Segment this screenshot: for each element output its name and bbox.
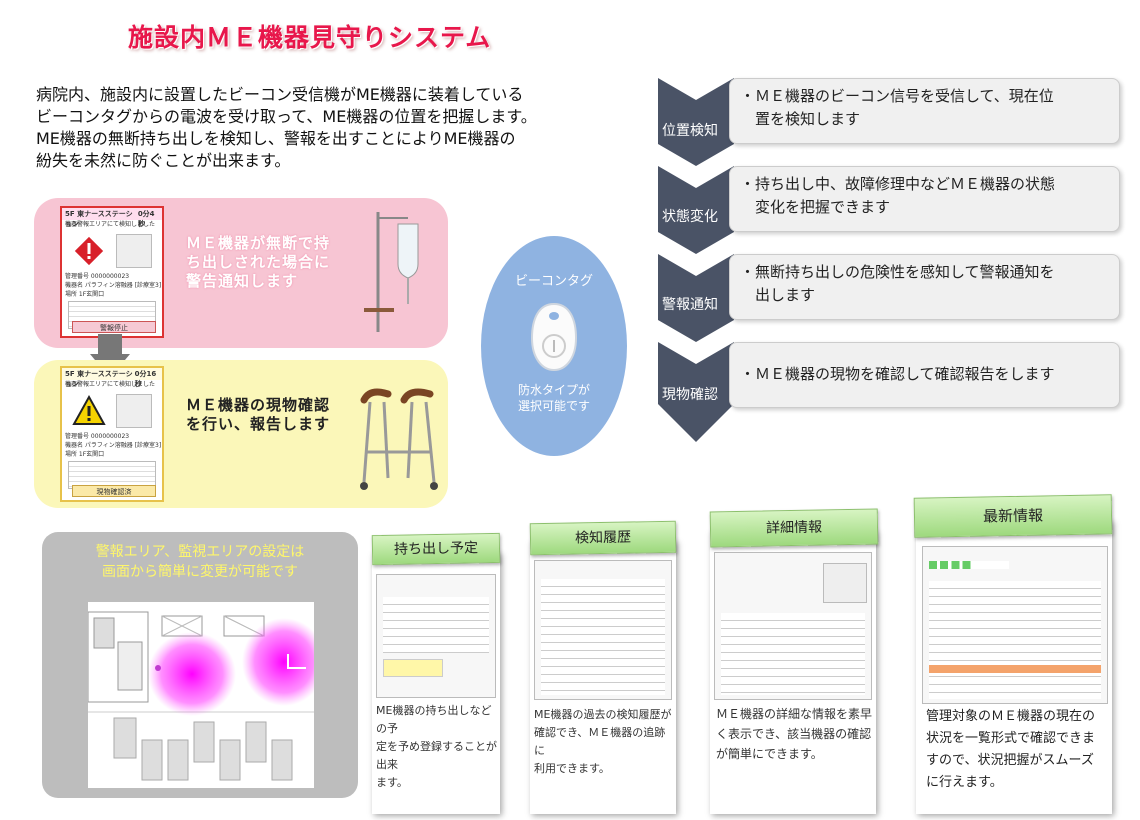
beacon-tag-card: ビーコンタグ 防水タイプが 選択可能です	[481, 236, 627, 456]
station-name: 5F 東ナースステーション	[65, 370, 133, 388]
step-line: 出します	[740, 286, 816, 304]
step-line: 置を検知します	[740, 110, 861, 128]
phone-header: 5F 東ナースステーション 0分16秒	[62, 368, 162, 388]
intro-line: 病院内、施設内に設置したビーコン受信機がME機器に装着している	[36, 85, 524, 104]
device-photo	[116, 234, 152, 268]
intro-text: 病院内、施設内に設置したビーコン受信機がME機器に装着している ビーコンタグから…	[36, 84, 616, 172]
screen-card-description: ＭＥ機器の詳細な情報を素早 く表示でき、該当機器の確認 が簡単にできます。	[716, 704, 874, 764]
description-line: 利用できます。	[534, 762, 610, 775]
tab-latest[interactable]: 最新情報	[913, 494, 1113, 538]
beacon-note: 防水タイプが 選択可能です	[481, 382, 627, 414]
step-chevron-end-icon	[658, 342, 734, 442]
danger-diamond-icon	[74, 236, 104, 266]
screen-card-latest: 管理対象のＭＥ機器の現在の 状況を一覧形式で確認できま すので、状況把握がスムー…	[916, 520, 1112, 814]
confirm-panel: 5F 東ナースステーション 0分16秒 機器警報エリアにて検知しました 管理番号…	[34, 360, 448, 508]
area-settings-text: 警報エリア、監視エリアの設定は 画面から簡単に変更が可能です	[42, 542, 358, 582]
station-name: 5F 東ナースステーション	[65, 210, 133, 228]
description-line: 定を予め登録することが出来	[376, 740, 497, 771]
screen-card-description: ME機器の過去の検知履歴が 確認でき、ＭＥ機器の追跡に 利用できます。	[534, 706, 674, 778]
intro-line: ビーコンタグからの電波を受け取って、ME機器の位置を把握します。	[36, 107, 537, 126]
screen-card-description: ME機器の持ち出しなどの予 定を予め登録することが出来 ます。	[376, 702, 498, 792]
beacon-label: ビーコンタグ	[514, 274, 593, 289]
confirm-phone-screen: 5F 東ナースステーション 0分16秒 機器警報エリアにて検知しました 管理番号…	[60, 366, 164, 502]
latest-screen	[922, 546, 1108, 704]
step-label: 警報通知	[662, 297, 718, 313]
floor-map[interactable]	[88, 602, 314, 788]
description-line: く表示でき、該当機器の確認	[716, 727, 872, 741]
tab-schedule[interactable]: 持ち出し予定	[371, 532, 501, 566]
phone-caption: 機器警報エリアにて検知しました	[65, 381, 156, 388]
history-screen	[534, 560, 672, 700]
step-label: 状態変化	[662, 209, 718, 225]
history-grid	[68, 461, 156, 489]
description-line: に行えます。	[926, 775, 1003, 790]
phone-row: 機器名 パラフィン溶融器 [診療室3]	[65, 282, 162, 289]
description-line: すので、状況把握がスムーズ	[926, 753, 1094, 768]
area-settings-card: 警報エリア、監視エリアの設定は 画面から簡単に変更が可能です	[42, 532, 358, 798]
step-description: ・ＭＥ機器の現物を確認して確認報告をします	[729, 342, 1120, 408]
step-label: 位置検知	[662, 123, 718, 139]
timer: 0分4秒	[137, 210, 155, 228]
description-line: 管理対象のＭＥ機器の現在の	[926, 709, 1096, 724]
alert-panel-text: ＭＥ機器が無断で持ち出しされた場合に警告通知します	[186, 234, 331, 290]
schedule-screen	[376, 574, 496, 698]
arrow-down-icon	[90, 334, 130, 378]
description-line: 確認でき、ＭＥ機器の追跡に	[534, 726, 666, 757]
beacon-note-line: 防水タイプが	[517, 383, 590, 397]
tab-history[interactable]: 検知履歴	[529, 520, 677, 556]
tab-detail[interactable]: 詳細情報	[709, 508, 879, 548]
beacon-note-line: 選択可能です	[517, 399, 590, 413]
confirm-done-button[interactable]: 現物確認済	[72, 485, 156, 497]
walker-icon	[360, 388, 438, 490]
step-chevron-icon	[658, 78, 734, 166]
description-line: ＭＥ機器の詳細な情報を素早	[716, 707, 873, 721]
detail-screen	[714, 552, 872, 700]
step-chevron-icon	[658, 166, 734, 254]
description-line: ME機器の過去の検知履歴が	[534, 708, 672, 721]
step-label: 現物確認	[662, 387, 718, 403]
description-line: が簡単にできます。	[716, 747, 823, 761]
timer: 0分16秒	[134, 370, 157, 388]
area-settings-line: 警報エリア、監視エリアの設定は	[95, 544, 305, 560]
step-line: ・無断持ち出しの危険性を感知して警報通知を	[740, 263, 1055, 281]
alert-panel: 5F 東ナースステーション 0分4秒 機器警報エリアにて検知しました 管理番号 …	[34, 198, 448, 348]
description-line: ます。	[376, 776, 408, 789]
confirm-panel-text: ＭＥ機器の現物確認を行い、報告します	[186, 396, 331, 433]
step-chevron-icon	[658, 254, 734, 342]
alert-phone-screen: 5F 東ナースステーション 0分4秒 機器警報エリアにて検知しました 管理番号 …	[60, 206, 164, 338]
step-line: 変化を把握できます	[740, 198, 891, 216]
phone-row: 機器名 パラフィン溶融器 [診療室3]	[65, 442, 162, 449]
area-settings-line: 画面から簡単に変更が可能です	[102, 564, 298, 580]
device-photo	[116, 394, 152, 428]
step-description: ・無断持ち出しの危険性を感知して警報通知を 出します	[729, 254, 1120, 320]
beacon-tag-icon	[530, 302, 578, 372]
phone-row: 場所 1F玄関口	[65, 291, 105, 298]
step-description: ・ＭＥ機器のビーコン信号を受信して、現在位 置を検知します	[729, 78, 1120, 144]
step-line: ・ＭＥ機器の現物を確認して確認報告をします	[740, 365, 1055, 383]
iv-drip-stand-icon	[364, 212, 419, 332]
step-line: ・持ち出し中、故障修理中などＭＥ機器の状態	[740, 175, 1056, 193]
stop-alarm-button[interactable]: 警報停止	[72, 321, 156, 333]
screen-card-description: 管理対象のＭＥ機器の現在の 状況を一覧形式で確認できま すので、状況把握がスムー…	[926, 706, 1110, 794]
screen-card-detail: ＭＥ機器の詳細な情報を素早 く表示でき、該当機器の確認 が簡単にできます。	[710, 530, 876, 814]
phone-caption: 機器警報エリアにて検知しました	[65, 221, 156, 228]
phone-header: 5F 東ナースステーション 0分4秒	[62, 208, 162, 228]
step-description: ・持ち出し中、故障修理中などＭＥ機器の状態 変化を把握できます	[729, 166, 1120, 232]
phone-row: 管理番号 0000000023	[65, 433, 130, 440]
screen-card-schedule: ME機器の持ち出しなどの予 定を予め登録することが出来 ます。	[372, 552, 500, 814]
description-line: ME機器の持ち出しなどの予	[376, 704, 492, 735]
step-line: ・ＭＥ機器のビーコン信号を受信して、現在位	[740, 87, 1054, 105]
description-line: 状況を一覧形式で確認できま	[926, 731, 1096, 746]
screen-card-history: ME機器の過去の検知履歴が 確認でき、ＭＥ機器の追跡に 利用できます。	[530, 540, 676, 814]
page-title: 施設内ＭＥ機器見守りシステム	[128, 23, 492, 52]
warning-triangle-icon	[72, 394, 106, 425]
intro-line: 紛失を未然に防ぐことが出来ます。	[36, 151, 291, 170]
intro-line: ME機器の無断持ち出しを検知し、警報を出すことによりME機器の	[36, 129, 516, 148]
phone-row: 管理番号 0000000023	[65, 273, 130, 280]
phone-row: 場所 1F玄関口	[65, 451, 105, 458]
